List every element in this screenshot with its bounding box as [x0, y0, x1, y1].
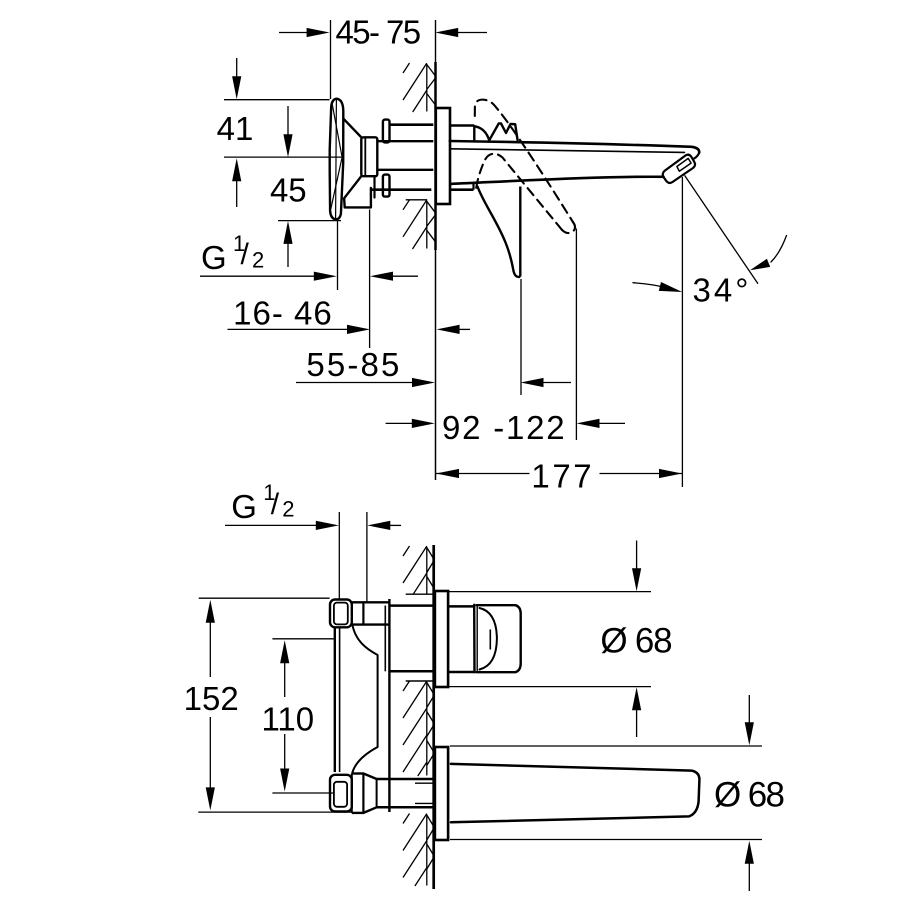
svg-text:2: 2 [282, 497, 294, 522]
svg-text:1: 1 [263, 480, 275, 505]
svg-text:110: 110 [261, 700, 314, 737]
svg-text:G: G [231, 488, 257, 525]
svg-text:/: / [241, 238, 250, 271]
svg-text:16- 46: 16- 46 [233, 295, 332, 332]
svg-text:/: / [271, 488, 280, 521]
svg-text:55-85: 55-85 [306, 346, 399, 383]
svg-text:G: G [201, 239, 227, 276]
svg-text:Ø 68: Ø 68 [600, 622, 672, 661]
svg-text:1: 1 [233, 231, 245, 256]
svg-text:45- 75: 45- 75 [336, 14, 422, 51]
svg-text:34°: 34° [693, 272, 752, 309]
svg-text:41: 41 [217, 110, 254, 147]
svg-text:45: 45 [270, 172, 307, 209]
svg-text:177: 177 [531, 458, 591, 495]
svg-text:152: 152 [184, 680, 239, 717]
svg-text:2: 2 [252, 248, 264, 273]
svg-text:Ø 68: Ø 68 [714, 776, 785, 815]
svg-text:92 -122: 92 -122 [442, 409, 565, 446]
